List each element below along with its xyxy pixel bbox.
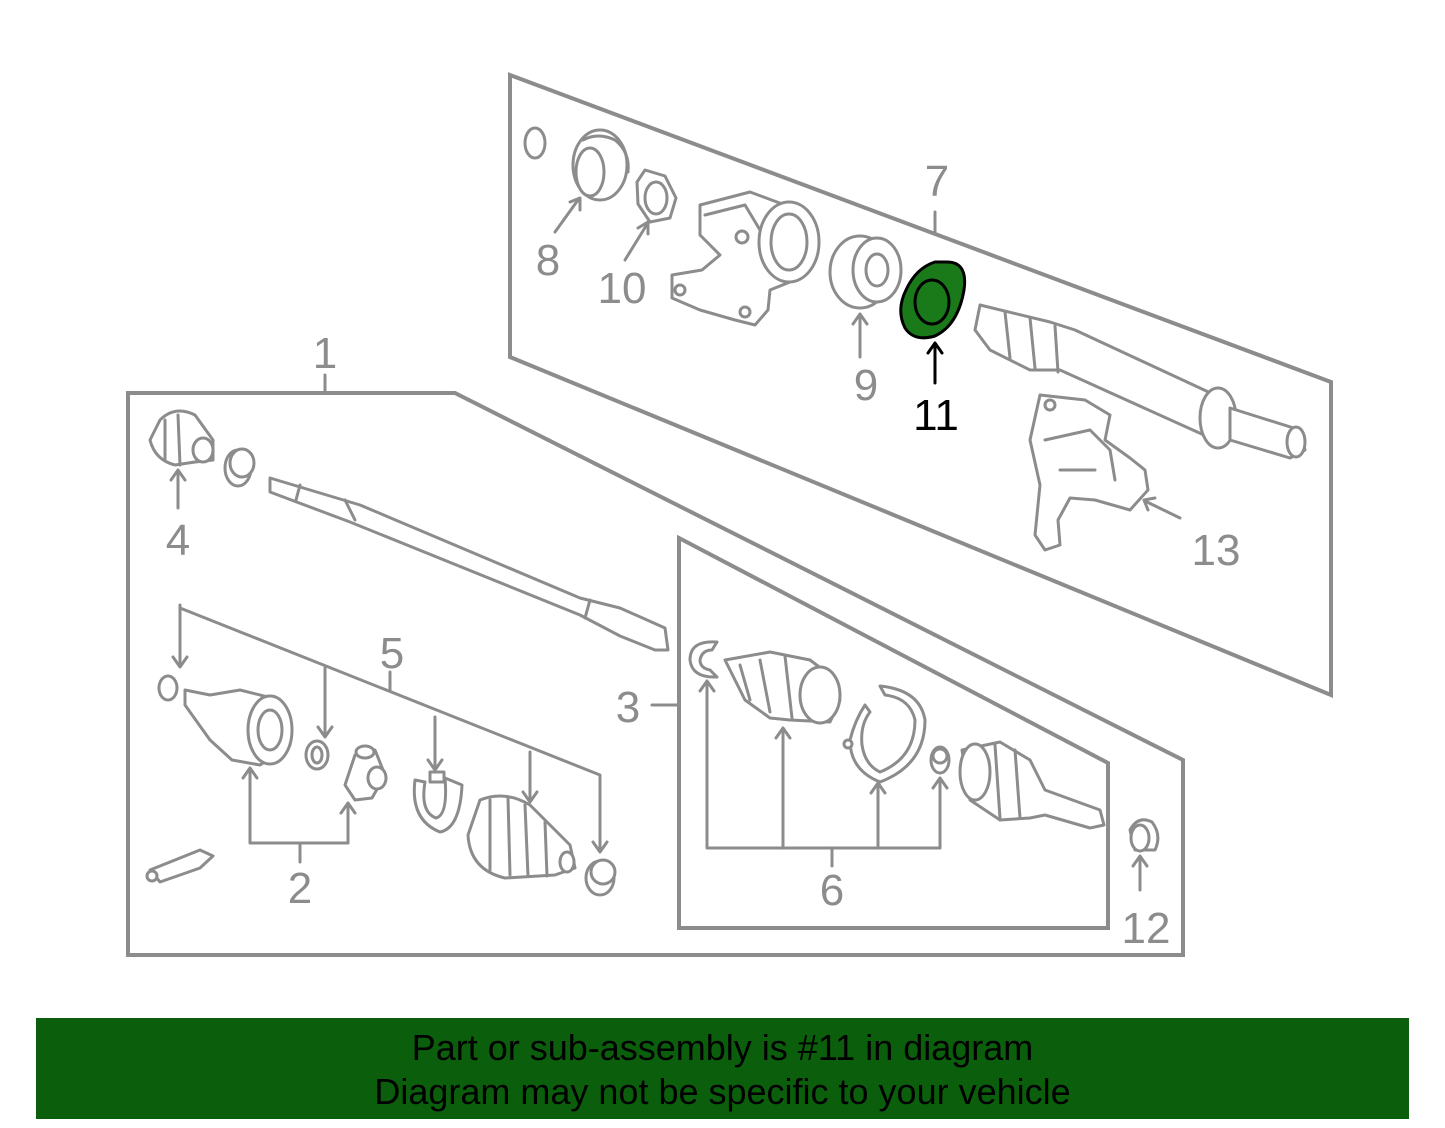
callout-10: 10: [598, 264, 647, 313]
clip-small-outboard: [929, 745, 951, 775]
banner-line-disclaimer: Diagram may not be specific to your vehi…: [374, 1071, 1071, 1112]
boot-band-clip: [584, 858, 617, 897]
spider-tripod: [343, 744, 388, 802]
outboard-joint: [958, 740, 1106, 830]
callout-8: 8: [536, 236, 560, 285]
parts-diagram: 1 2 3 4 5 6 7 8 9 10 11 12 13: [126, 72, 1333, 957]
part-11-seal-highlighted: [899, 260, 967, 340]
intermediate-shaft: [973, 303, 1307, 460]
part-9-bearing: [828, 234, 903, 310]
panel-outboard-joint: [677, 534, 1110, 930]
circlip-outboard: [688, 640, 719, 679]
callout-11: 11: [913, 391, 959, 440]
callout-2: 2: [288, 864, 312, 913]
driveshaft-bar: [268, 476, 670, 652]
inboard-joint-housing: [157, 674, 294, 767]
boot-band-large: [412, 770, 464, 834]
banner-line-part: Part or sub-assembly is #11 in diagram: [411, 1027, 1034, 1068]
part-12-cap: [1128, 818, 1160, 853]
part-8-dust-seal: [571, 128, 630, 202]
callout-3: 3: [616, 683, 640, 732]
info-banner: Part or sub-assembly is #11 in diagram D…: [36, 1018, 1409, 1119]
part-10-lock-nut: [635, 168, 678, 224]
dynamic-damper-pin: [145, 848, 215, 884]
boot-band-outboard: [842, 684, 927, 784]
circlip-small: [304, 739, 330, 771]
bearing-support-bracket: [670, 190, 821, 327]
leader-lines: [169, 196, 1182, 892]
callout-1: 1: [313, 329, 337, 378]
boot-band-small: [223, 447, 256, 488]
o-ring-small: [523, 126, 547, 160]
callout-5: 5: [380, 629, 404, 678]
outboard-boot: [723, 650, 842, 725]
callout-12: 12: [1122, 904, 1171, 953]
callout-4: 4: [166, 516, 190, 565]
callout-6: 6: [820, 866, 844, 915]
part-13-heat-shield: [1028, 393, 1150, 552]
callout-9: 9: [854, 361, 878, 410]
callout-13: 13: [1192, 526, 1241, 575]
part-4-boot: [148, 409, 215, 467]
inboard-boot: [466, 794, 577, 880]
callout-7: 7: [925, 157, 949, 206]
